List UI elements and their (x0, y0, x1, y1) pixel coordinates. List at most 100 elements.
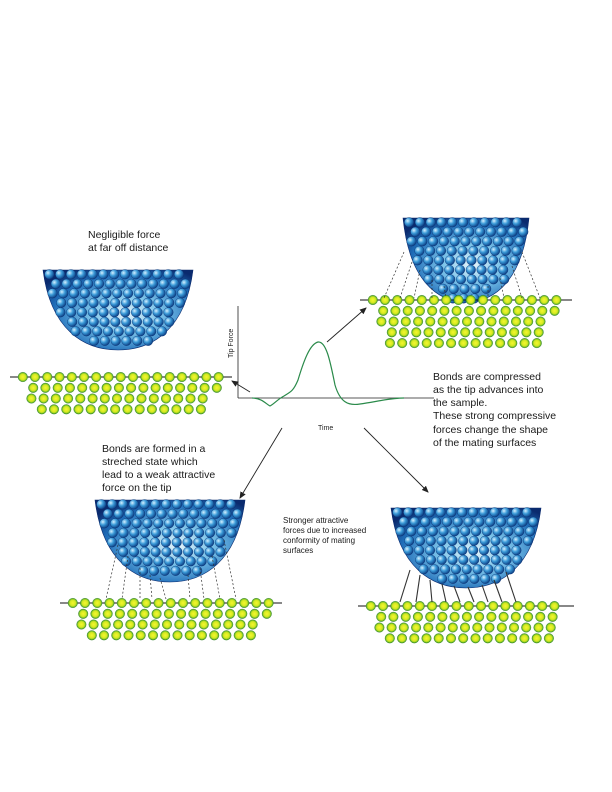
surface-atom (211, 382, 222, 393)
tip-atom (55, 269, 66, 280)
tip-atom (447, 535, 458, 546)
surface-atom (67, 598, 78, 608)
tip-atom (144, 288, 155, 299)
tip-atom (444, 264, 455, 275)
surface-atom (423, 327, 434, 338)
tip-atom (113, 508, 124, 519)
surface-atom (104, 598, 115, 608)
tip-atom (436, 217, 447, 228)
surface-atom (103, 372, 114, 382)
surface-atom (184, 630, 195, 641)
surface-atom (378, 305, 389, 316)
tip-atom (440, 564, 451, 575)
tip-compressed (402, 217, 530, 304)
surface-atom (73, 404, 84, 415)
surface-atom (463, 601, 474, 611)
bond-line (467, 586, 475, 603)
tip-atom (90, 288, 101, 299)
tip-atom (514, 236, 525, 247)
tip-atom (425, 217, 436, 228)
surface-atom (526, 295, 537, 305)
surface-atom (42, 372, 53, 382)
tip-atom (436, 535, 447, 546)
tip-atom (503, 236, 514, 247)
surface-atom (490, 295, 501, 305)
surface-atom (114, 608, 125, 619)
surface-atom (112, 393, 122, 404)
tip-atom (449, 526, 460, 537)
tip-atom (153, 316, 164, 327)
tip-atom (410, 226, 421, 237)
surface-atom (409, 338, 420, 349)
surface-stronger-attraction (358, 601, 574, 644)
surface-atom (113, 382, 124, 393)
tip-atom (99, 518, 110, 529)
surface-atom (433, 633, 444, 644)
tip-atom (164, 316, 175, 327)
surface-atom (88, 619, 99, 630)
surface-atom (380, 295, 390, 305)
tip-atom (490, 554, 501, 565)
surface-atom (233, 630, 244, 641)
tip-atom (155, 288, 166, 299)
surface-atom (171, 404, 182, 415)
surface-atom (449, 316, 460, 327)
tip-atom (442, 226, 453, 237)
surface-atom (386, 327, 397, 338)
tip-atom (98, 269, 109, 280)
surface-atom (547, 611, 558, 622)
surface-atom (392, 295, 403, 305)
tip-atom (129, 546, 140, 557)
caption-line: Bonds are compressed (433, 371, 541, 383)
tip-atom (102, 326, 113, 337)
surface-atom (404, 295, 415, 305)
tip-atom (489, 545, 500, 556)
surface-atom (78, 608, 89, 619)
surface-atom (411, 622, 422, 633)
surface-atom (163, 608, 174, 619)
surface-atom (101, 382, 112, 393)
tip-atom (101, 288, 112, 299)
surface-atom (251, 598, 262, 608)
graph-y-label: Tip Force (228, 329, 235, 358)
tip-atom (423, 274, 434, 285)
caption-stretched: Bonds are formed in a streched state whi… (102, 443, 252, 496)
surface-atom (447, 622, 458, 633)
surface-atom (54, 372, 65, 382)
surface-atom (478, 295, 488, 305)
tip-atom (87, 269, 98, 280)
tip-atom (139, 499, 150, 510)
surface-atom (510, 611, 521, 622)
tip-atom (142, 518, 153, 529)
surface-atom (523, 316, 534, 327)
surface-atom (400, 611, 411, 622)
surface-atom (77, 382, 88, 393)
surface-atom (196, 630, 207, 641)
tip-atom (104, 278, 115, 289)
tip-atom (489, 507, 500, 518)
tip-atom (500, 545, 511, 556)
tip-atom (204, 546, 215, 557)
tip-atom (177, 288, 188, 299)
caption-line: These strong compressive (433, 410, 557, 423)
tip-atom (479, 245, 490, 256)
surface-atom (141, 598, 152, 608)
caption-line: force on the tip (102, 482, 172, 495)
surface-atom (152, 372, 163, 382)
tip-atom (447, 573, 458, 584)
tip-atom (470, 283, 481, 294)
tip-atom (494, 564, 505, 575)
surface-atom (162, 619, 172, 630)
surface-atom (500, 601, 511, 611)
tip-atom (66, 307, 77, 318)
surface-atom (519, 633, 530, 644)
surface-atom (92, 598, 103, 608)
tip-atom (163, 307, 174, 318)
surface-atom (416, 295, 427, 305)
surface-atom (458, 633, 469, 644)
surface-atom (176, 608, 187, 619)
surface-atom (448, 327, 458, 338)
surface-atom (533, 622, 544, 633)
tip-atom (171, 499, 182, 510)
tip-atom (478, 507, 489, 518)
